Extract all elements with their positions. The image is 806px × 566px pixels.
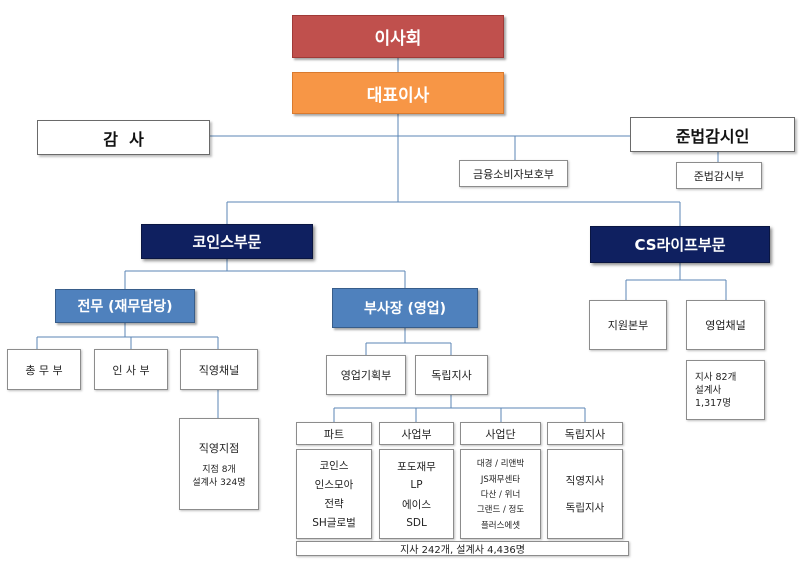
list-item: 포도재무 bbox=[397, 461, 436, 474]
direct-branch-count: 지점 8개 bbox=[202, 465, 236, 475]
sub-header-independent: 독립지사 bbox=[547, 422, 623, 445]
note-line: 1,317명 bbox=[695, 397, 731, 409]
consumer-protection-dept: 금융소비자보호부 bbox=[459, 160, 568, 187]
cs-sales-note: 지사 82개 설계사 1,317명 bbox=[686, 360, 765, 420]
ceo-box: 대표이사 bbox=[292, 72, 504, 114]
list-item: 플러스에셋 bbox=[480, 520, 521, 531]
list-item: 에이스 bbox=[402, 498, 431, 511]
hr-dept: 인 사 부 bbox=[94, 349, 168, 390]
independent-branch-header: 독립지사 bbox=[415, 355, 488, 395]
audit-box: 감 사 bbox=[37, 120, 210, 155]
list-item: SH글로벌 bbox=[312, 517, 356, 529]
sales-planning-dept: 영업기획부 bbox=[326, 355, 406, 395]
note-line: 지사 82개 bbox=[695, 371, 737, 383]
direct-branch-title: 직영지점 bbox=[198, 442, 240, 455]
list-item: 독립지사 bbox=[565, 502, 605, 514]
executive-finance: 전무 (재무담당) bbox=[55, 289, 195, 323]
list-item: SDL bbox=[406, 516, 427, 529]
list-item: 다산 / 위너 bbox=[480, 489, 521, 500]
sub-header-business-dept: 사업부 bbox=[379, 422, 454, 445]
list-item: 직영지사 bbox=[565, 475, 605, 487]
board-of-directors: 이사회 bbox=[292, 15, 504, 58]
list-item: 전략 bbox=[324, 498, 344, 510]
business-unit-list: 대경 / 리앤박 JS재무센타 다산 / 위너 그랜드 / 정도 플러스에셋 bbox=[460, 449, 541, 539]
compliance-officer-box: 준법감시인 bbox=[630, 117, 795, 152]
list-item: LP bbox=[410, 479, 423, 492]
coins-total-summary: 지사 242개, 설계사 4,436명 bbox=[296, 541, 629, 556]
independent-list: 직영지사 독립지사 bbox=[547, 449, 623, 539]
part-list: 코인스 인스모아 전략 SH글로벌 bbox=[296, 449, 372, 539]
direct-branch-agents: 설계사 324명 bbox=[192, 478, 246, 488]
note-line: 설계사 bbox=[695, 384, 722, 396]
direct-branch-box: 직영지점 지점 8개 설계사 324명 bbox=[179, 418, 259, 510]
support-hq: 지원본부 bbox=[589, 300, 667, 350]
sub-header-part: 파트 bbox=[296, 422, 372, 445]
list-item: 그랜드 / 정도 bbox=[476, 505, 525, 516]
cs-life-division: CS라이프부문 bbox=[590, 226, 770, 263]
compliance-dept: 준법감시부 bbox=[676, 162, 762, 189]
list-item: 대경 / 리앤박 bbox=[476, 459, 525, 470]
coins-division: 코인스부문 bbox=[141, 224, 313, 259]
sales-channel: 영업채널 bbox=[686, 300, 765, 350]
general-affairs-dept: 총 무 부 bbox=[7, 349, 81, 390]
sub-header-business-unit: 사업단 bbox=[460, 422, 541, 445]
list-item: 코인스 bbox=[319, 460, 349, 472]
list-item: JS재무센타 bbox=[480, 474, 521, 485]
business-dept-list: 포도재무 LP 에이스 SDL bbox=[379, 449, 454, 539]
vice-president-sales: 부사장 (영업) bbox=[332, 288, 478, 328]
list-item: 인스모아 bbox=[314, 479, 354, 491]
direct-channel: 직영채널 bbox=[180, 349, 258, 390]
